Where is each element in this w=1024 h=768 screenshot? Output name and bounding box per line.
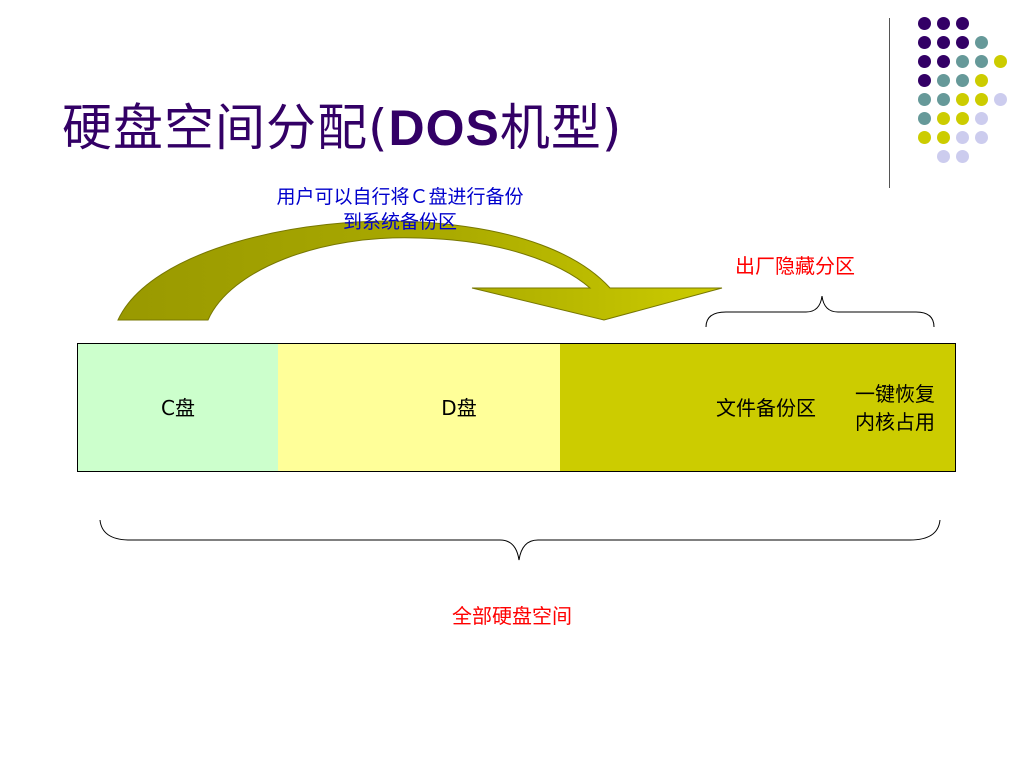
decorative-dot — [937, 112, 950, 125]
decorative-dot — [975, 55, 988, 68]
decorative-dot — [937, 93, 950, 106]
decorative-dot — [994, 55, 1007, 68]
decorative-dot — [918, 74, 931, 87]
partition-d-label: D盘 — [441, 395, 477, 420]
decorative-dot — [956, 74, 969, 87]
decorative-dot — [956, 150, 969, 163]
partition-c-drive: C盘 — [77, 343, 279, 472]
decorative-dot — [956, 131, 969, 144]
partition-c-label: C盘 — [161, 395, 195, 420]
partition-recovery-kernel: 一键恢复 内核占用 — [835, 343, 956, 472]
decorative-dot — [956, 55, 969, 68]
decorative-dot — [918, 131, 931, 144]
partition-recovery-line2: 内核占用 — [855, 409, 935, 434]
slide-title: 硬盘空间分配(DOS机型) — [62, 88, 622, 160]
decorative-dot — [937, 150, 950, 163]
user-backup-note: 用户可以自行将Ｃ盘进行备份 到系统备份区 — [220, 185, 580, 235]
decorative-dot — [918, 17, 931, 30]
partition-unlabeled-hidden — [560, 343, 698, 472]
decorative-dot — [918, 112, 931, 125]
decorative-dot — [956, 17, 969, 30]
decorative-dot — [937, 36, 950, 49]
decorative-dot — [994, 93, 1007, 106]
partition-file-backup-area: 文件备份区 — [697, 343, 836, 472]
decorative-dot — [956, 36, 969, 49]
title-prefix: 硬盘空间分配( — [62, 99, 389, 157]
title-suffix: 机型) — [499, 99, 623, 157]
whole-disk-label: 全部硬盘空间 — [452, 604, 572, 628]
decorative-dot — [937, 131, 950, 144]
partition-backup-label: 文件备份区 — [716, 395, 816, 420]
decorative-dot — [975, 131, 988, 144]
decorative-dot — [937, 17, 950, 30]
partition-d-drive: D盘 — [278, 343, 561, 472]
partition-recovery-line1: 一键恢复 — [855, 381, 935, 406]
title-latin: DOS — [388, 100, 500, 156]
partition-recovery-text: 一键恢复 内核占用 — [855, 380, 935, 436]
decorative-dot — [918, 93, 931, 106]
factory-hidden-label: 出厂隐藏分区 — [735, 254, 855, 278]
decorative-dot — [975, 93, 988, 106]
decorative-dot — [975, 112, 988, 125]
user-backup-note-line2: 到系统备份区 — [342, 211, 457, 233]
hidden-partition-brace — [705, 295, 935, 328]
curved-arrow — [117, 220, 723, 321]
decorative-dot — [937, 74, 950, 87]
decorative-dot — [937, 55, 950, 68]
decorative-dot — [975, 36, 988, 49]
whole-disk-brace — [99, 519, 941, 561]
decorative-dot — [975, 74, 988, 87]
decorative-dot — [918, 36, 931, 49]
user-backup-note-line1: 用户可以自行将Ｃ盘进行备份 — [276, 186, 524, 208]
decorative-dot — [956, 112, 969, 125]
decorative-divider — [889, 18, 890, 188]
decorative-dot — [956, 93, 969, 106]
decorative-dot — [918, 55, 931, 68]
